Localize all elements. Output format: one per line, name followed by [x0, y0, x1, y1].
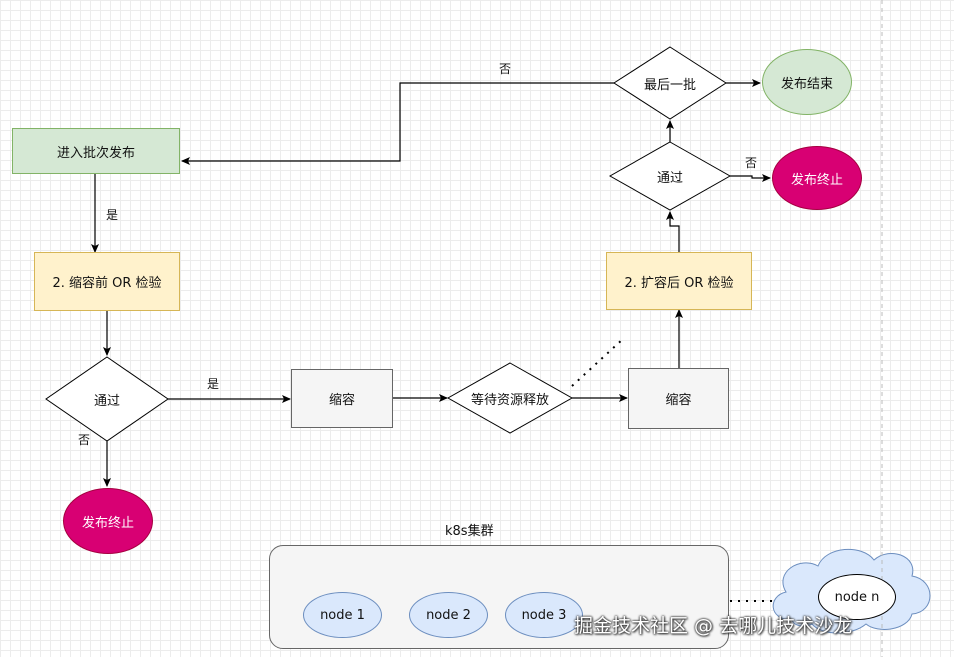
edge-label-no-right: 否 — [745, 156, 758, 170]
edge-label-yes-top: 是 — [106, 208, 119, 222]
scale-down-node-2: 缩容 — [628, 368, 729, 429]
pass-label-left: 通过 — [93, 393, 120, 409]
scale-down-node-1: 缩容 — [291, 369, 393, 428]
enter-batch-node: 进入批次发布 — [12, 128, 180, 174]
dotted-link-wait — [571, 337, 625, 387]
cluster-title: k8s集群 — [445, 524, 494, 539]
diamond-pass-right — [608, 141, 732, 211]
edge-label-no-left: 否 — [78, 433, 91, 447]
diamond-wait-release — [446, 362, 574, 434]
cluster-node-2: node 2 — [409, 592, 488, 638]
edge-label-no-top: 否 — [499, 62, 512, 76]
watermark-text: 掘金技术社区 @ 去哪儿技术沙龙 — [574, 615, 853, 637]
cloud-node-n: node n — [818, 574, 896, 620]
edge-postcheck-to-pass — [666, 211, 680, 252]
diamond-last-batch — [613, 46, 727, 120]
pass-label-right: 通过 — [656, 170, 683, 186]
abort-node-left: 发布终止 — [63, 488, 153, 554]
edge-label-yes-middle: 是 — [207, 377, 220, 391]
abort-node-right: 发布终止 — [772, 146, 862, 210]
last-batch-label: 最后一批 — [643, 77, 696, 93]
postcheck-node: 2. 扩容后 OR 检验 — [606, 252, 752, 310]
precheck-node: 2. 缩容前 OR 检验 — [34, 252, 180, 311]
wait-release-label: 等待资源释放 — [470, 392, 549, 408]
cluster-node-1: node 1 — [303, 592, 382, 638]
edge-lastbatch-to-enter — [181, 82, 614, 165]
release-end-node: 发布结束 — [762, 49, 852, 115]
edge-pass-to-abort-right — [730, 174, 771, 182]
cluster-node-3: node 3 — [505, 592, 583, 638]
